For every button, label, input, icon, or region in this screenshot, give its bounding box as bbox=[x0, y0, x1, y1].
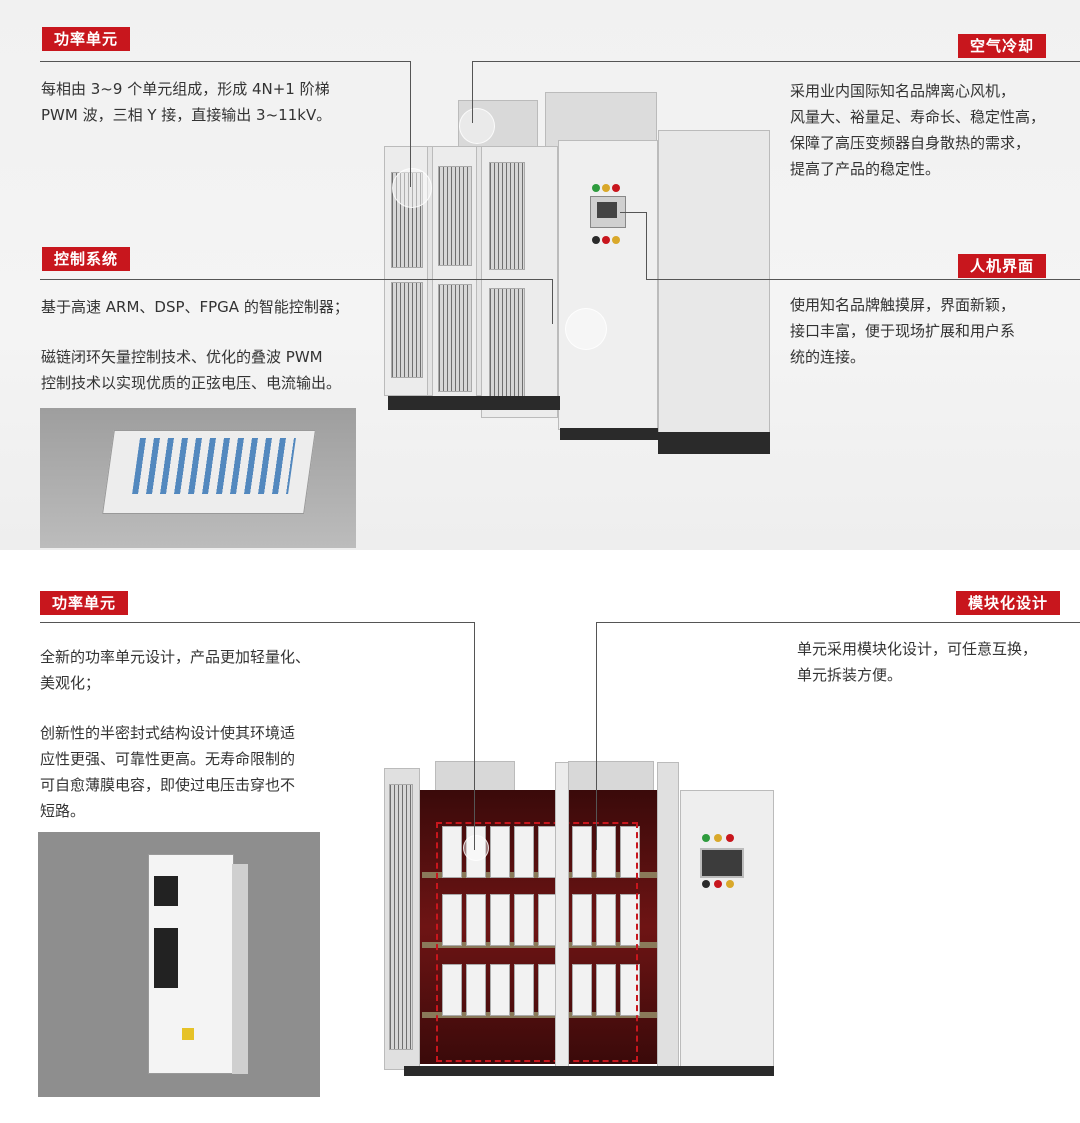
power-module-image bbox=[38, 832, 320, 1097]
power-unit-description: 每相由 3~9 个单元组成，形成 4N+1 阶梯 PWM 波，三相 Y 接，直接… bbox=[41, 80, 332, 124]
tag-hmi: 人机界面 bbox=[958, 254, 1047, 278]
power-module-unit bbox=[620, 826, 640, 878]
power-module-unit bbox=[466, 894, 486, 946]
tag-control-system: 控制系统 bbox=[42, 247, 131, 271]
controller-board-image bbox=[40, 408, 356, 548]
tag-air-cooling: 空气冷却 bbox=[958, 34, 1047, 58]
power-module-unit bbox=[442, 826, 462, 878]
power-unit-description-2a: 全新的功率单元设计，产品更加轻量化、 美观化； bbox=[40, 648, 311, 692]
tag-power-unit: 功率单元 bbox=[42, 27, 131, 51]
power-module-unit bbox=[490, 826, 510, 878]
power-module-unit bbox=[490, 894, 510, 946]
modular-design-description: 单元采用模块化设计，可任意互换， 单元拆装方便。 bbox=[797, 640, 1038, 684]
power-module-unit bbox=[514, 894, 534, 946]
power-module-unit bbox=[596, 964, 616, 1016]
power-module-unit bbox=[442, 964, 462, 1016]
control-system-description-2: 磁链闭环矢量控制技术、优化的叠波 PWM 控制技术以实现优质的正弦电压、电流输出… bbox=[41, 348, 342, 392]
power-module-unit bbox=[620, 894, 640, 946]
tag-modular-design: 模块化设计 bbox=[956, 591, 1061, 615]
power-module-unit bbox=[442, 894, 462, 946]
power-module-unit bbox=[572, 894, 592, 946]
feature-section-overview: 功率单元 空气冷却 控制系统 人机界面 每相由 3~9 个单元组成，形成 4N+… bbox=[0, 0, 1080, 550]
feature-section-power-unit: 功率单元 模块化设计 全新的功率单元设计，产品更加轻量化、 美观化； 创新性的半… bbox=[0, 550, 1080, 1123]
air-cooling-description: 采用业内国际知名品牌离心风机， 风量大、裕量足、寿命长、稳定性高， 保障了高压变… bbox=[790, 82, 1046, 178]
power-module-unit bbox=[572, 826, 592, 878]
tag-power-unit-2: 功率单元 bbox=[40, 591, 129, 615]
power-module-unit bbox=[596, 894, 616, 946]
power-module-unit bbox=[620, 964, 640, 1016]
control-system-description-1: 基于高速 ARM、DSP、FPGA 的智能控制器； bbox=[41, 298, 349, 316]
power-module-unit bbox=[514, 964, 534, 1016]
power-module-unit bbox=[466, 964, 486, 1016]
power-unit-description-2b: 创新性的半密封式结构设计使其环境适 应性更强、可靠性更高。无寿命限制的 可自愈薄… bbox=[40, 724, 296, 820]
hmi-description: 使用知名品牌触摸屏，界面新颖， 接口丰富，便于现场扩展和用户系 统的连接。 bbox=[790, 296, 1016, 366]
power-module-unit bbox=[490, 964, 510, 1016]
power-module-unit bbox=[572, 964, 592, 1016]
power-module-unit bbox=[596, 826, 616, 878]
power-module-unit bbox=[514, 826, 534, 878]
